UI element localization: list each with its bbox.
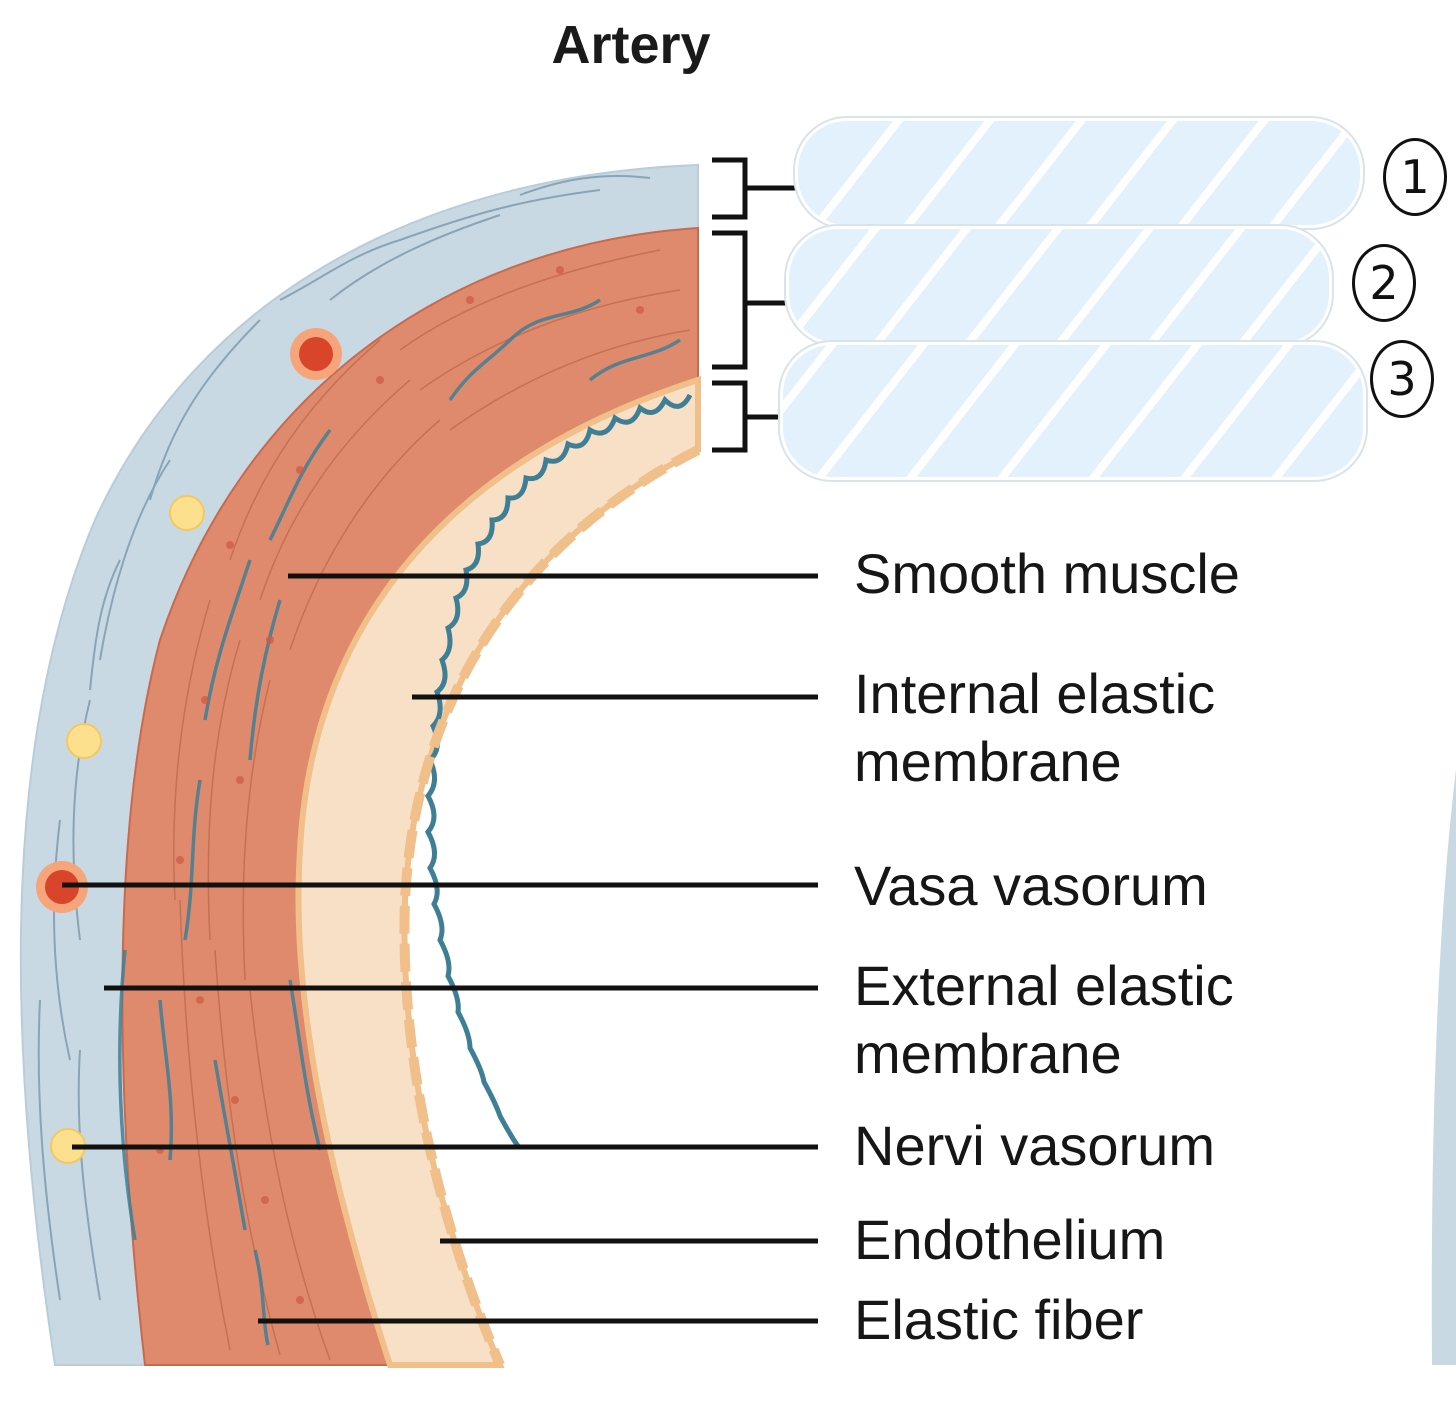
label-internal-elastic-membrane: Internal elastic membrane <box>854 662 1216 793</box>
smooth-muscle-texture <box>173 249 691 1361</box>
media-elastic-fibers <box>118 298 681 1346</box>
nervi-vasorum-nerves <box>50 495 205 1164</box>
label-nervi-vasorum: Nervi vasorum <box>854 1114 1215 1177</box>
answer-box-1[interactable] <box>795 118 1363 228</box>
endothelium-edge <box>399 445 701 1367</box>
label-smooth-muscle: Smooth muscle <box>854 542 1240 605</box>
label-vasa-vasorum: Vasa vasorum <box>854 854 1208 917</box>
answer-box-2[interactable] <box>786 226 1332 346</box>
label-elastic-fiber: Elastic fiber <box>854 1288 1144 1351</box>
layer-number-3: 3 <box>1370 340 1434 418</box>
layer-brackets <box>712 157 795 453</box>
bracket-layer-3 <box>712 380 782 453</box>
label-external-elastic-membrane: External elastic membrane <box>854 954 1234 1085</box>
opposite-vessel-wall <box>1431 770 1456 1365</box>
diagram-title: Artery <box>551 15 711 75</box>
layer-number-1: 1 <box>1383 138 1447 216</box>
answer-box-3[interactable] <box>780 342 1366 480</box>
label-endothelium: Endothelium <box>854 1208 1166 1271</box>
adventitia-fibers <box>37 175 651 1301</box>
bracket-layer-1 <box>712 157 795 220</box>
leader-lines <box>62 573 818 1324</box>
bracket-layer-2 <box>712 230 790 370</box>
layer-number-2: 2 <box>1352 244 1416 322</box>
